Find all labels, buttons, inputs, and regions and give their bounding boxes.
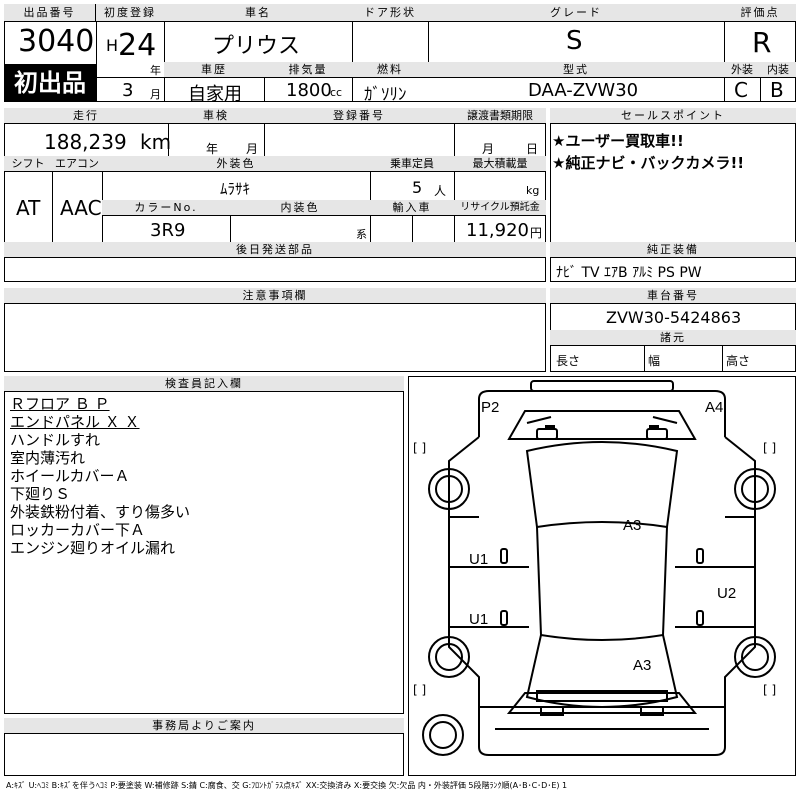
inspector-line: 下廻りＳ: [10, 485, 71, 503]
color-no: 3R9: [150, 220, 186, 241]
reg-month: 3: [122, 80, 134, 101]
interior-score: B: [770, 78, 784, 102]
sales-point: ★ユーザー買取車!!: [552, 132, 684, 150]
width-label: 幅: [648, 354, 661, 368]
first-reg-label: 初度登録: [96, 4, 164, 22]
office-label: 事務局よりご案内: [4, 718, 404, 734]
era: H: [106, 36, 119, 55]
ac: AAC: [60, 196, 102, 220]
bracket-mark: [ ]: [413, 441, 427, 455]
load-unit: kg: [526, 184, 540, 197]
car-outline-diagram: [422, 380, 776, 756]
chassis-label: 車台番号: [550, 288, 796, 304]
dims-label: 諸元: [550, 330, 796, 346]
car-name: プリウス: [212, 34, 301, 59]
inspector-line: 室内薄汚れ: [10, 449, 86, 467]
mileage-unit: km: [140, 130, 172, 154]
inspector-line: エンドパネル Ｘ Ｘ: [10, 413, 140, 431]
displacement-unit: cc: [330, 86, 343, 99]
damage-mark: A3: [623, 517, 642, 534]
interior-label: 内装: [760, 62, 796, 78]
displacement-label: 排気量: [264, 62, 352, 78]
exterior-score: C: [734, 78, 748, 102]
car-name-label: 車名: [164, 4, 352, 22]
recycle-unit: 円: [530, 226, 543, 240]
inspection-year-unit: 年: [206, 142, 219, 156]
interior-color-label: 内装色: [230, 200, 370, 216]
length-label: 長さ: [556, 354, 581, 368]
capacity-label: 乗車定員: [370, 156, 454, 172]
import-label: 輸入車: [370, 200, 454, 216]
month-unit: 月: [150, 88, 161, 101]
mileage-label: 走行: [4, 108, 168, 124]
bracket-mark: [ ]: [763, 441, 777, 455]
model-label: 型式: [428, 62, 724, 78]
damage-mark: P2: [481, 399, 500, 416]
year-unit: 年: [150, 64, 161, 77]
notes-label: 注意事項欄: [4, 288, 546, 304]
inspection-label: 車検: [168, 108, 264, 124]
chassis-number: ZVW30-5424863: [606, 308, 742, 327]
grade-label: グレード: [428, 4, 724, 22]
lot-no-label: 出品番号: [4, 4, 96, 22]
ac-label: エアコン: [52, 156, 102, 172]
door-label: ドア形状: [352, 4, 428, 22]
transfer-month-unit: 月: [482, 142, 495, 156]
exterior-label: 外装: [724, 62, 760, 78]
fuel: ｶﾞｿﾘﾝ: [364, 85, 407, 105]
lot-number: 3040: [18, 24, 95, 59]
damage-mark: U1: [469, 551, 489, 568]
inspector-line: ロッカーカバー下Ａ: [10, 521, 146, 539]
capacity-unit: 人: [434, 184, 447, 198]
shift: AT: [16, 196, 41, 220]
later-parts-label: 後日発送部品: [4, 242, 546, 258]
car-diagram: P2 A4 A3 U1 U1 U2 A3 [ ] [ ] [ ] [ ]: [408, 376, 796, 776]
transfer-day-unit: 日: [526, 142, 539, 156]
mileage: 188,239: [44, 130, 127, 154]
grade: S: [566, 26, 583, 56]
damage-mark: A3: [633, 657, 652, 674]
inspector-line: エンジン廻りオイル漏れ: [10, 539, 176, 557]
sales-point: ★純正ナビ・バックカメラ!!: [552, 154, 745, 172]
history: 自家用: [188, 84, 242, 105]
plate-label: 登録番号: [264, 108, 454, 124]
color-label: 外装色: [102, 156, 370, 172]
height-label: 高さ: [726, 354, 751, 368]
transfer-label: 譲渡書類期限: [454, 108, 546, 124]
displacement: 1800: [286, 80, 332, 101]
reg-year: 24: [118, 28, 157, 63]
color-no-label: カラーNo.: [102, 200, 230, 216]
recycle-label: リサイクル預託金: [454, 200, 546, 216]
inspector-label: 検査員記入欄: [4, 376, 404, 392]
damage-mark: A4: [705, 399, 724, 416]
bracket-mark: [ ]: [413, 683, 427, 697]
inspector-line: ハンドルすれ: [10, 431, 101, 449]
equipment-label: 純正装備: [550, 242, 796, 258]
inspector-line: 外装鉄粉付着、すり傷多い: [10, 503, 191, 521]
inspection-month-unit: 月: [246, 142, 259, 156]
color: ﾑﾗｻｷ: [220, 180, 251, 198]
model: DAA-ZVW30: [528, 80, 639, 101]
inspector-line: ホイールカバーＡ: [10, 467, 130, 485]
interior-color-unit: 系: [356, 228, 367, 241]
bracket-mark: [ ]: [763, 683, 777, 697]
recycle: 11,920: [466, 220, 529, 241]
score-label: 評価点: [724, 4, 796, 22]
damage-mark: U2: [717, 585, 737, 602]
score: R: [752, 26, 772, 59]
inspector-line: Ｒフロア Ｂ Ｐ: [10, 395, 110, 413]
load-label: 最大積載量: [454, 156, 546, 172]
fuel-label: 燃料: [352, 62, 428, 78]
legend: A:ｷｽﾞ U:ﾍｺﾐ B:ｷｽﾞを伴うﾍｺﾐ P:要塗装 W:補修跡 S:錆 …: [6, 781, 568, 790]
sales-label: セールスポイント: [550, 108, 796, 124]
capacity: 5: [412, 178, 423, 197]
first-listing-badge: 初出品: [4, 64, 96, 102]
shift-label: シフト: [4, 156, 52, 172]
history-label: 車歴: [164, 62, 264, 78]
equipment-items: ﾅﾋﾞ TV ｴｱB ｱﾙﾐ PS PW: [556, 265, 702, 281]
damage-mark: U1: [469, 611, 489, 628]
